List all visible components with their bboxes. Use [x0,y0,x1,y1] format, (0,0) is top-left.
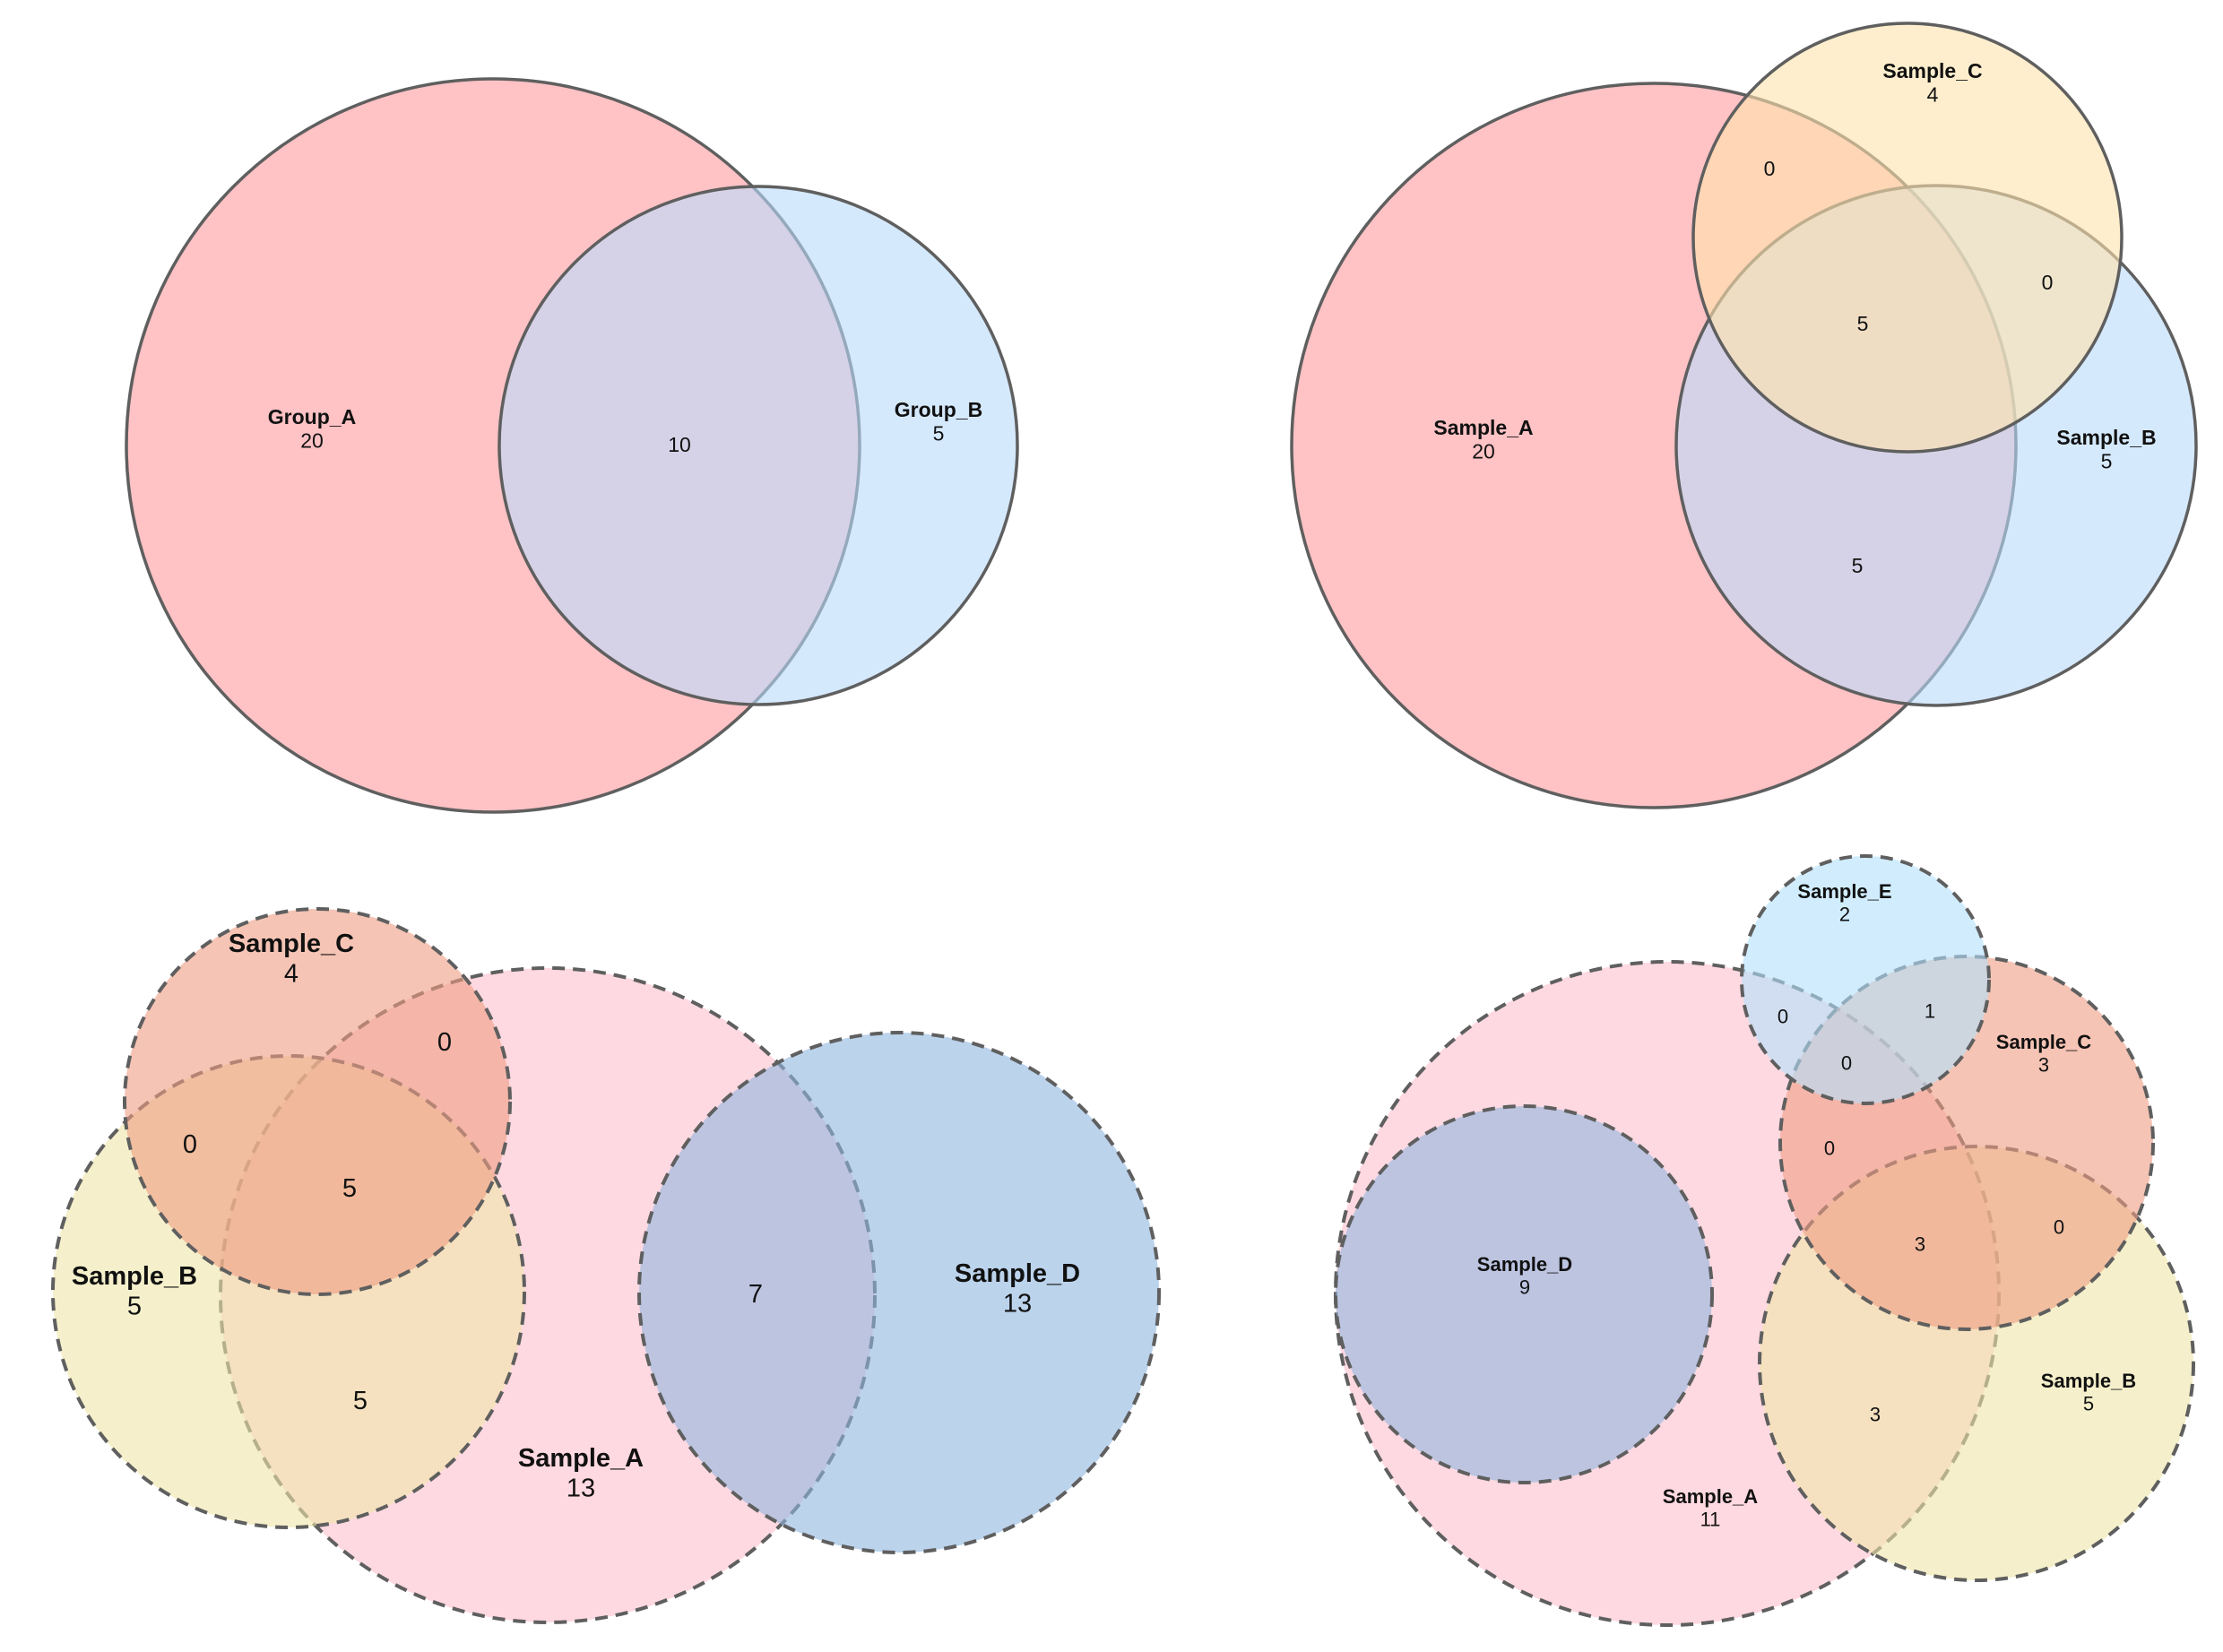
set-circle-sample-d [637,1031,1161,1554]
set-label-sample-e: Sample_E [1797,880,1891,903]
set-circle-group-b [497,185,1019,706]
set-count-sample-c: 4 [284,959,298,988]
set-label-sample-a: Sample_A [1433,416,1533,439]
set-circle-sample-c [1691,22,2124,454]
intersection-count-sample-b-sample-c: 0 [2054,1216,2064,1239]
set-count-group-a: 20 [300,428,324,452]
set-count-sample-c: 4 [1927,82,1939,106]
set-circle-sample-d [1334,1104,1714,1484]
set-count-sample-a: 13 [567,1474,595,1502]
set-count-sample-a: 20 [1472,439,1495,463]
set-circle-sample-c [123,907,512,1296]
intersection-count-sample-a-sample-b-sample-c: 3 [1915,1233,1925,1256]
set-circle-sample-e [1740,854,1991,1105]
panel-3: Sample_A13Sample_B5Sample_C4Sample_D1300… [51,907,1161,1624]
set-label-sample-c: Sample_C [1882,59,1982,82]
set-count-group-b: 5 [933,421,945,445]
set-label-sample-b: Sample_B [72,1262,197,1291]
intersection-count-sample-c-sample-e: 1 [1925,1000,1935,1023]
intersection-count-sample-a-sample-c: 0 [1824,1137,1835,1160]
intersection-count-sample-a-sample-b: 5 [1852,554,1864,577]
set-count-sample-a: 11 [1700,1508,1721,1530]
intersection-count-sample-a-sample-b: 5 [353,1387,368,1415]
intersection-count-sample-a-sample-c-sample-e: 0 [1841,1052,1852,1075]
set-label-sample-c: Sample_C [1996,1031,2091,1053]
set-count-sample-c: 3 [2038,1053,2049,1076]
intersection-count-sample-a-sample-c: 0 [437,1028,452,1057]
set-label-sample-b: Sample_B [2041,1370,2136,1392]
intersection-count-sample-a-sample-d: 7 [748,1280,763,1309]
set-count-sample-d: 13 [1003,1289,1032,1318]
set-count-sample-b: 5 [2101,449,2113,472]
set-label-sample-c: Sample_C [229,930,354,958]
set-label-group-a: Group_A [268,405,356,428]
panel-4: Sample_A11Sample_B5Sample_C3Sample_D9Sam… [1334,854,2195,1627]
set-count-sample-b: 5 [127,1292,142,1320]
intersection-count-sample-b-sample-c: 0 [2042,271,2054,294]
panel-1: Group_A20 Group_B5 10 [125,77,1019,814]
set-label-sample-a: Sample_A [518,1444,644,1473]
set-label-sample-a: Sample_A [1663,1485,1758,1508]
set-count-sample-d: 9 [1519,1276,1530,1298]
set-label-sample-d: Sample_D [1477,1253,1572,1276]
intersection-count-sample-a-sample-b: 3 [1870,1404,1881,1426]
set-label-group-b: Group_B [895,398,982,421]
intersection-count-sample-a-sample-e: 0 [1778,1006,1788,1028]
set-label-sample-d: Sample_D [955,1259,1080,1288]
intersection-count-sample-a-sample-c: 0 [1764,157,1776,180]
set-count-sample-b: 5 [2083,1392,2094,1414]
intersection-count-group-a-group-b: 10 [668,433,691,456]
intersection-count-sample-a-sample-b-sample-c: 5 [1857,312,1869,335]
set-count-sample-e: 2 [1839,903,1850,925]
intersection-count-sample-b-sample-c: 0 [183,1130,197,1159]
set-label-sample-b: Sample_B [2056,426,2156,449]
intersection-count-sample-a-sample-b-sample-c: 5 [342,1174,357,1203]
